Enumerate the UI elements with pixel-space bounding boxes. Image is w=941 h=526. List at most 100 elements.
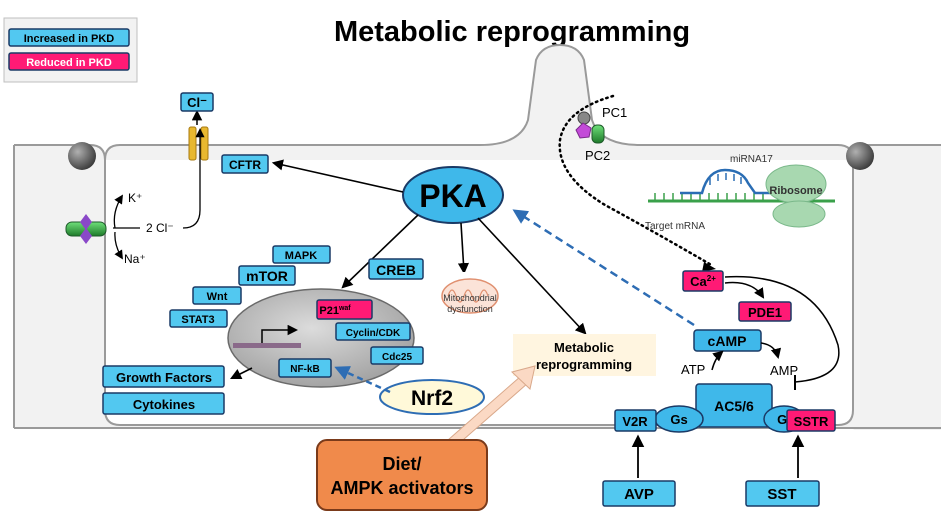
legend-reduced-swatch — [8, 52, 130, 71]
ca-label: Ca — [690, 274, 707, 289]
wnt-node — [192, 286, 242, 305]
camp-to-amp-arrow — [760, 342, 782, 360]
mirna-hairpin-icon — [680, 168, 772, 195]
mtor-node — [238, 265, 296, 286]
growth-factors-label: Growth Factors — [116, 370, 212, 385]
ac56-node — [695, 383, 773, 428]
cftr-node — [221, 154, 269, 174]
amp-label: AMP — [770, 363, 798, 378]
cl-node — [180, 92, 214, 112]
two-cl-label: 2 Cl⁻ — [146, 221, 174, 235]
cell-top-membrane — [104, 43, 854, 161]
stat3-label: STAT3 — [181, 314, 214, 326]
legend-reduced-label: Reduced in PKD — [26, 57, 112, 69]
atp-label: ATP — [681, 362, 705, 377]
pc2-to-ca-arrowhead — [702, 262, 716, 272]
diet-label-line1: Diet/ — [382, 454, 421, 474]
pc1-pc2-complex-icon — [575, 111, 605, 144]
ribosome-label: Ribosome — [769, 185, 822, 197]
target-mrna-label: Target mRNA — [645, 221, 705, 232]
sstr-node — [786, 409, 836, 432]
nucleus-to-growth-arrow — [229, 367, 253, 380]
cdc25-label: Cdc25 — [382, 352, 412, 363]
cyclin-cdk-node — [335, 322, 411, 341]
p21-label: P21 — [319, 305, 339, 317]
pde1-node — [738, 301, 792, 322]
cytokines-node — [102, 392, 225, 415]
cytokines-label: Cytokines — [133, 397, 195, 412]
mito-label-line2: dysfunction — [447, 304, 493, 314]
camp-node — [693, 329, 762, 352]
nfkb-node — [278, 358, 332, 378]
pc2-to-ca-dotted-path — [558, 94, 715, 268]
sstr-label: SSTR — [794, 414, 829, 429]
gs-label: Gs — [670, 412, 687, 427]
metabolic-label-line1: Metabolic — [554, 340, 614, 355]
metabolic-reprogramming-node — [513, 334, 656, 376]
pka-to-metabolic-arrow — [477, 217, 587, 335]
nfkb-label: NF-kB — [290, 364, 319, 375]
pka-to-mito-arrow — [457, 222, 470, 275]
transcription-arrow — [261, 324, 299, 343]
metabolic-label-line2: reprogramming — [536, 357, 632, 372]
p21-superscript: waf — [338, 305, 351, 312]
cftr-label: CFTR — [229, 158, 261, 172]
ribosome-icon — [765, 164, 827, 228]
p21-node — [316, 299, 373, 320]
pde1-label: PDE1 — [748, 305, 782, 320]
na-label: Na⁺ — [124, 252, 146, 266]
pka-node — [402, 166, 504, 224]
mapk-label: MAPK — [285, 250, 317, 262]
cl-label: Cl⁻ — [187, 95, 207, 110]
k-arrow — [113, 194, 123, 229]
v2r-label: V2R — [622, 414, 648, 429]
p21-text: P21waf — [319, 305, 351, 317]
mtor-label: mTOR — [246, 268, 288, 284]
legend: Increased in PKD Reduced in PKD — [3, 17, 138, 83]
tight-junction-right-icon — [846, 142, 874, 170]
avp-node — [602, 480, 676, 507]
camp-to-pka-arrow — [512, 209, 695, 327]
k-label: K⁺ — [128, 191, 142, 205]
legend-increased-label: Increased in PKD — [24, 33, 115, 45]
mrna-ticks — [654, 193, 764, 201]
sst-node — [745, 480, 820, 507]
mitochondria-icon — [441, 278, 499, 314]
na-arrow — [114, 231, 123, 260]
pka-label: PKA — [419, 178, 487, 214]
atp-to-camp-arrow — [711, 350, 724, 371]
diet-label-line2: AMPK activators — [330, 478, 473, 498]
cyclin-cdk-label: Cyclin/CDK — [346, 328, 401, 339]
v2r-node — [614, 409, 657, 432]
ca-node — [682, 270, 724, 292]
pc2-label: PC2 — [585, 148, 610, 163]
nrf2-node — [379, 379, 485, 415]
dna-strand-icon — [233, 343, 301, 348]
mito-label-line1: Mitochondrial — [443, 293, 497, 303]
mirna-label: miRNA17 — [730, 154, 773, 165]
ca-inhibits-ac-line — [724, 275, 840, 383]
mapk-node — [272, 245, 331, 264]
legend-increased-swatch — [8, 28, 130, 47]
ca-to-pde1-arrow — [724, 281, 765, 299]
diagram-title: Metabolic reprogramming — [334, 16, 690, 48]
tight-junction-left-icon — [68, 142, 96, 170]
diet-arrow-head — [511, 365, 536, 390]
pc1-label: PC1 — [602, 105, 627, 120]
cdc25-node — [370, 346, 424, 365]
cl-to-cftr-arrow — [182, 128, 205, 229]
sst-label: SST — [767, 486, 796, 503]
ca-text: Ca2+ — [690, 274, 716, 289]
creb-label: CREB — [376, 262, 416, 278]
pka-to-cftr-arrow — [271, 159, 404, 193]
diet-ampk-node — [316, 439, 488, 511]
ca-superscript: 2+ — [707, 274, 716, 283]
pka-to-nucleus-arrow — [341, 214, 419, 289]
avp-label: AVP — [624, 486, 654, 503]
ac56-label: AC5/6 — [714, 398, 754, 414]
nrf2-label: Nrf2 — [411, 387, 453, 410]
creb-node — [368, 258, 424, 280]
nkcc-transporter-icon — [65, 214, 107, 244]
camp-label: cAMP — [708, 333, 747, 349]
